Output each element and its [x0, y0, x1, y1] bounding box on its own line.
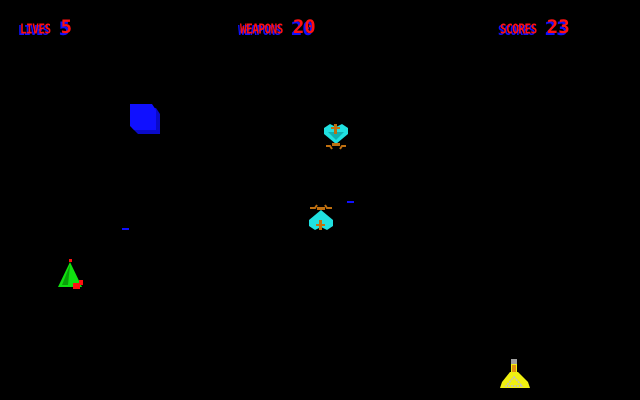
enemy-bullet: [347, 201, 354, 203]
lives-display: LIVES 5: [20, 16, 72, 38]
weapons-label: WEAPONS: [240, 21, 283, 38]
tree-obstacle: [58, 259, 83, 289]
enemy-bullet: [122, 228, 129, 230]
scores-value: 23: [546, 16, 570, 38]
potion-player-ship[interactable]: [498, 358, 532, 392]
weapons-display: WEAPONS 20: [240, 16, 316, 38]
weapons-value: 20: [292, 16, 316, 38]
heart-bug-enemy: [324, 124, 348, 150]
scores-display: SCORES 23: [500, 16, 570, 38]
lives-value: 5: [60, 16, 73, 38]
heart-bug-enemy-inverted: [309, 204, 333, 230]
lives-label: LIVES: [20, 21, 51, 38]
scores-label: SCORES: [500, 21, 537, 38]
blue-block-obstacle: [130, 104, 160, 134]
